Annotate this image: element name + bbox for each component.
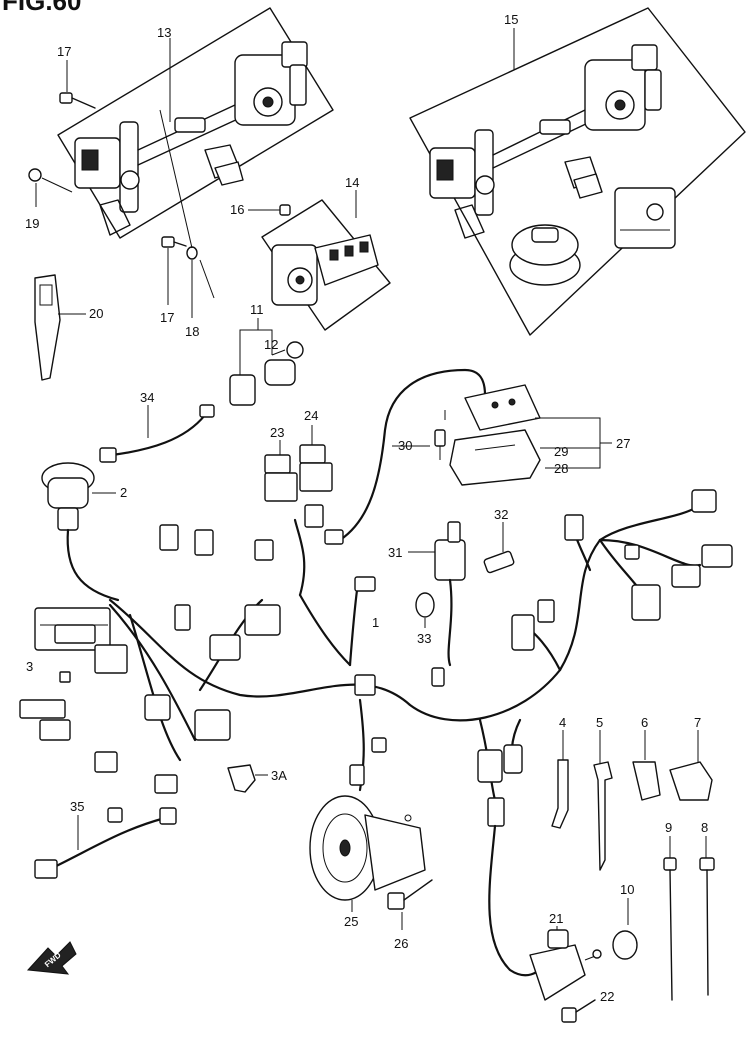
label-29: 29	[554, 444, 568, 459]
label-20: 20	[89, 306, 103, 321]
key-20	[34, 274, 86, 381]
label-1: 1	[372, 615, 379, 630]
part-labels: 13 17 19 15 14 16 17 18 20 11 12 34 24 2…	[25, 12, 708, 1004]
screw-16	[248, 204, 291, 216]
harness-35	[34, 807, 177, 879]
label-27: 27	[616, 436, 630, 451]
clip-3	[59, 671, 71, 683]
nut-19	[28, 168, 73, 207]
label-14: 14	[345, 175, 359, 190]
label-33: 33	[417, 631, 431, 646]
label-24: 24	[304, 408, 318, 423]
lock-set-14	[261, 190, 391, 331]
label-23: 23	[270, 425, 284, 440]
label-8: 8	[701, 820, 708, 835]
ties-8-10	[612, 836, 715, 1001]
label-13: 13	[157, 25, 171, 40]
screw-17-top	[59, 60, 96, 109]
label-18: 18	[185, 324, 199, 339]
label-17-top: 17	[57, 44, 71, 59]
lock-set-box-15	[409, 7, 746, 336]
screw-17-washer-18	[159, 109, 215, 318]
relays-23-24	[264, 425, 333, 502]
label-22: 22	[600, 989, 614, 1004]
unit-27	[324, 368, 612, 545]
label-26: 26	[394, 936, 408, 951]
lock-set-15	[409, 7, 746, 336]
label-15: 15	[504, 12, 518, 27]
label-10: 10	[620, 882, 634, 897]
figure-title: FIG.60	[2, 0, 81, 16]
label-4: 4	[559, 715, 566, 730]
switch-2	[41, 462, 120, 602]
socket-11-12	[229, 318, 304, 406]
label-9: 9	[665, 820, 672, 835]
label-17-lower: 17	[160, 310, 174, 325]
label-19: 19	[25, 216, 39, 231]
label-3: 3	[26, 659, 33, 674]
label-7: 7	[694, 715, 701, 730]
label-5: 5	[596, 715, 603, 730]
label-2: 2	[120, 485, 127, 500]
horn-25	[309, 795, 426, 912]
label-12: 12	[264, 337, 278, 352]
label-30: 30	[398, 438, 412, 453]
clamp-3a	[227, 764, 268, 793]
label-25: 25	[344, 914, 358, 929]
label-31: 31	[388, 545, 402, 560]
label-32: 32	[494, 507, 508, 522]
label-3a: 3A	[271, 768, 287, 783]
label-28: 28	[554, 461, 568, 476]
label-16: 16	[230, 202, 244, 217]
main-harness-1	[19, 489, 733, 827]
lock-set-box-13	[57, 7, 334, 239]
label-6: 6	[641, 715, 648, 730]
fwd-arrow: FWD	[26, 941, 77, 975]
clamps-4-7	[551, 730, 713, 871]
label-35: 35	[70, 799, 84, 814]
harness-34	[99, 404, 215, 463]
label-21: 21	[549, 911, 563, 926]
label-11: 11	[250, 302, 264, 317]
switch-21	[488, 824, 602, 1023]
label-34: 34	[140, 390, 154, 405]
lock-set-13	[57, 7, 334, 239]
switch-31	[408, 521, 515, 667]
bolt-26	[387, 879, 433, 930]
